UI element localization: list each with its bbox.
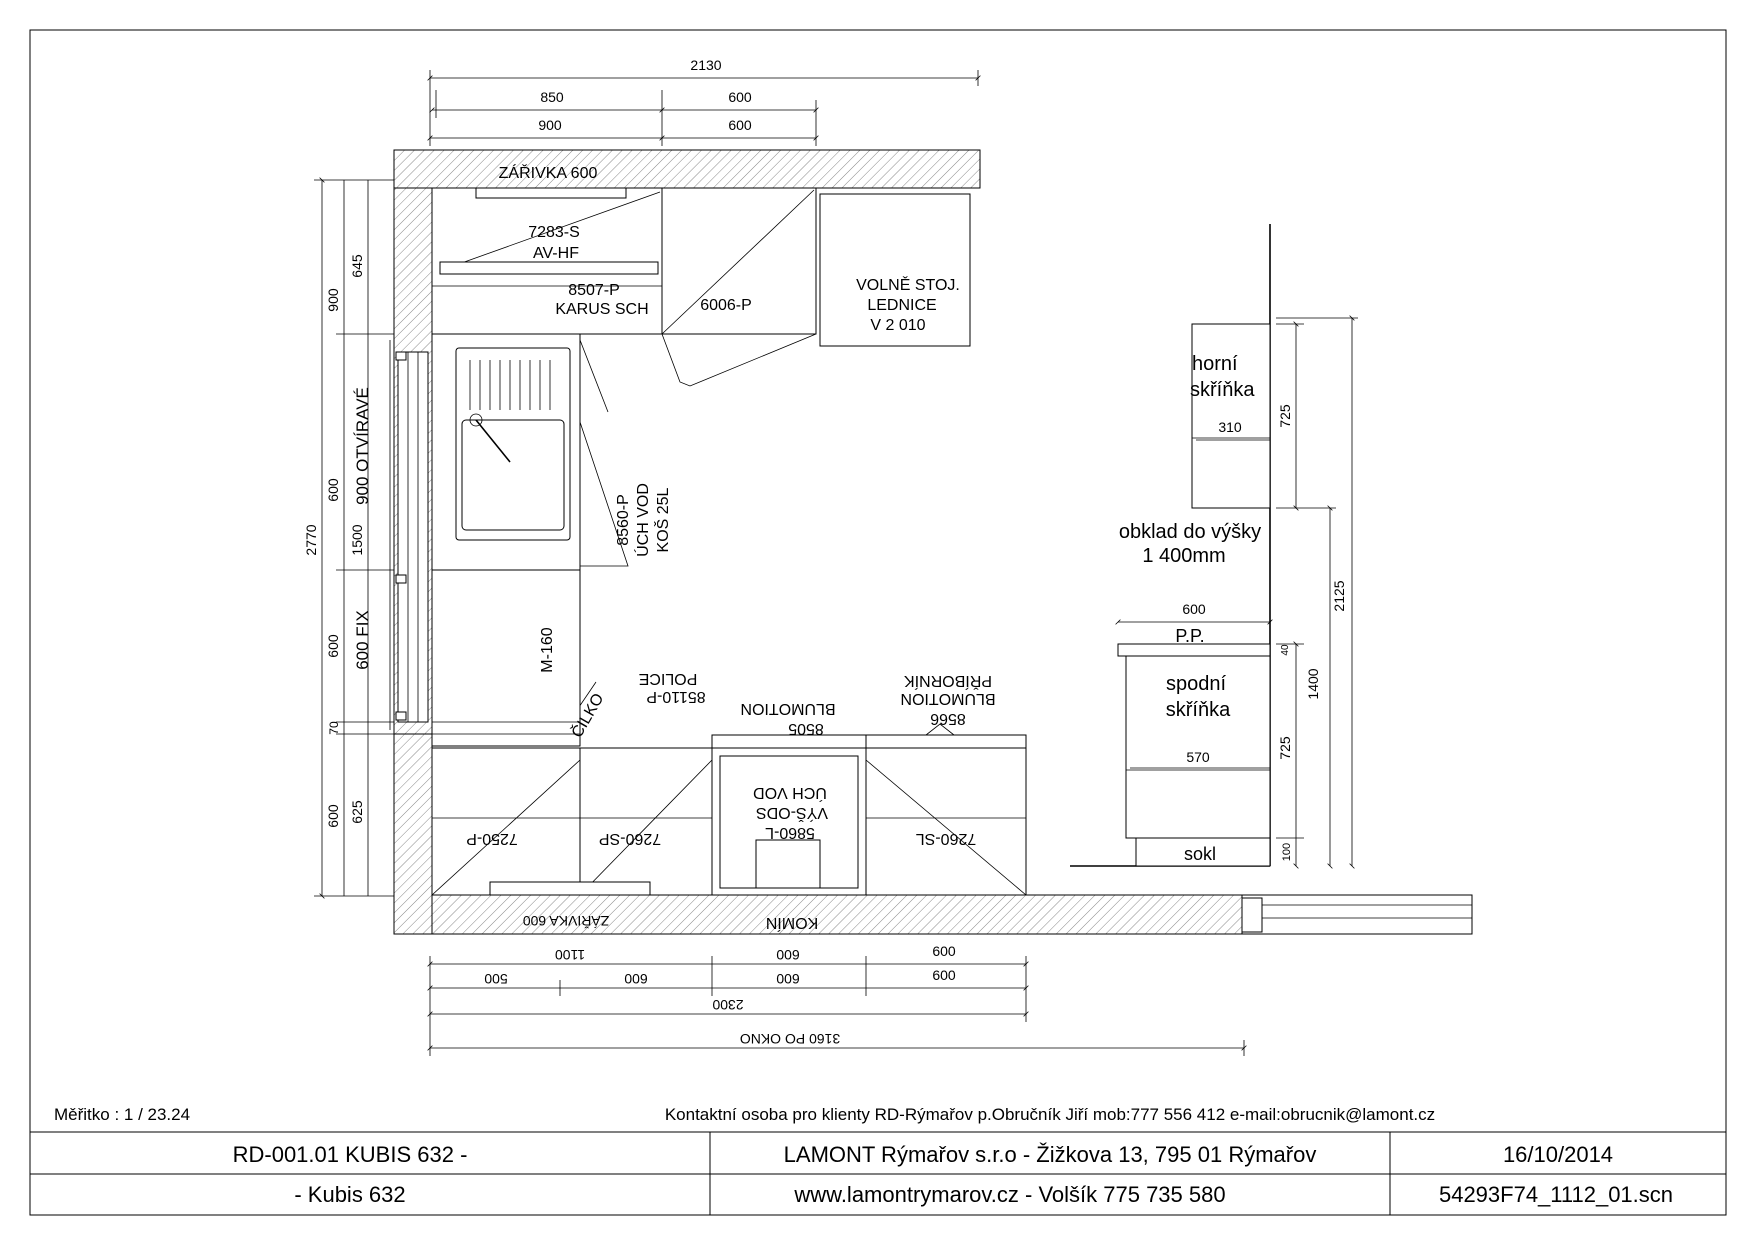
window-left xyxy=(395,351,429,723)
section-plinth-height: 100 xyxy=(1281,843,1293,861)
label-zarivka-bottom: ZÁŘIVKA 600 xyxy=(523,913,610,929)
section-worktop-thk: 40 xyxy=(1280,644,1291,656)
label-8566-b: BLUMOTION xyxy=(900,690,995,707)
dim-bottom-1100: 1100 xyxy=(555,947,585,963)
footer-website: www.lamontrymarov.cz - Volšík 775 735 58… xyxy=(793,1182,1225,1207)
label-8566-a: 8566 xyxy=(930,710,966,727)
dim-bottom-600c: 600 xyxy=(624,971,648,987)
title-block: Měřitko : 1 / 23.24 Kontaktní osoba pro … xyxy=(30,1105,1726,1215)
label-7283-a: 7283-S xyxy=(528,224,580,241)
dim-top-total: 2130 xyxy=(690,57,721,73)
dim-left-600c: 600 xyxy=(325,804,341,828)
dim-left-625: 625 xyxy=(349,800,365,824)
section-worktop: P.P. xyxy=(1175,626,1204,646)
dims-left: 2770 900 600 600 70 600 645 1500 625 900… xyxy=(303,177,394,899)
label-8560-b: ÚCH VOD xyxy=(633,483,652,557)
label-8505-a: 8505 xyxy=(788,720,824,737)
dim-top-900: 900 xyxy=(538,117,562,133)
dim-top-850: 850 xyxy=(540,89,564,105)
dim-left-otviravé: 900 OTVÍRAVÉ xyxy=(353,387,372,505)
sheet-border xyxy=(29,29,1727,1216)
label-fridge-a: VOLNĚ STOJ. xyxy=(856,275,960,294)
footer-date: 16/10/2014 xyxy=(1503,1142,1613,1167)
label-fridge-c: V 2 010 xyxy=(870,317,925,334)
label-5860-c: ÚCH VOD xyxy=(753,784,827,803)
section-plinth: sokl xyxy=(1184,844,1216,864)
section-tile-b: 1 400mm xyxy=(1142,545,1225,567)
dim-left-600a: 600 xyxy=(325,478,341,502)
label-8560-c: KOŠ 25L xyxy=(653,487,672,552)
section-lower-height: 725 xyxy=(1277,736,1293,760)
dim-left-total: 2770 xyxy=(303,524,319,555)
dim-left-645: 645 xyxy=(349,254,365,278)
dim-bottom-2300: 2300 xyxy=(712,997,743,1013)
dims-top: 2130 850 600 900 600 xyxy=(427,57,981,146)
label-8505-b: BLUMOTION xyxy=(740,700,835,717)
footer-company: LAMONT Rýmařov s.r.o - Žižkova 13, 795 0… xyxy=(784,1142,1317,1167)
label-7260sp: 7260-SP xyxy=(599,830,661,847)
window-section xyxy=(1241,894,1473,935)
dim-bottom-window: 3160 PO OKNO xyxy=(740,1031,840,1047)
dim-bottom-600a: 600 xyxy=(776,947,800,963)
label-8566-c: PŘÍBORNÍK xyxy=(904,672,992,691)
footer-scale: Měřitko : 1 / 23.24 xyxy=(54,1105,190,1124)
label-komin: KOMÍN xyxy=(766,914,818,933)
label-m160: M-160 xyxy=(539,627,556,672)
footer-project-a: RD-001.01 KUBIS 632 - xyxy=(233,1142,468,1167)
label-8507-a: 8507-P xyxy=(568,282,620,299)
section-tile-height: 1400 xyxy=(1305,668,1321,699)
dim-left-1500: 1500 xyxy=(349,524,365,555)
dim-left-fix: 600 FIX xyxy=(353,610,372,670)
dims-bottom: 1100 600 600 500 600 600 600 2300 3160 P… xyxy=(427,943,1247,1056)
section-labels: horní skříňka 310 725 obklad do výšky 1 … xyxy=(1119,353,1347,864)
section-upper-width: 310 xyxy=(1218,419,1242,435)
label-7283-b: AV-HF xyxy=(533,245,579,262)
section-upper-height: 725 xyxy=(1277,404,1293,428)
dim-left-600b: 600 xyxy=(325,634,341,658)
section-tile-a: obklad do výšky xyxy=(1119,521,1261,543)
dim-top-600a: 600 xyxy=(728,89,752,105)
section-lower-width: 570 xyxy=(1186,749,1210,765)
dim-bottom-600b: 600 xyxy=(932,943,956,959)
section-worktop-width: 600 xyxy=(1182,601,1206,617)
label-8560-a: 8560-P xyxy=(615,494,632,546)
top-cabinets xyxy=(431,187,971,347)
dim-top-600b: 600 xyxy=(728,117,752,133)
label-8507-b: KARUS SCH xyxy=(555,301,648,318)
label-85110-b: POLICE xyxy=(639,670,698,687)
label-5860-b: VÝŠ-ODS xyxy=(756,804,828,823)
section-h2125: 2125 xyxy=(1331,580,1347,611)
section-upper-a: horní xyxy=(1192,353,1238,375)
section-view xyxy=(1070,224,1358,869)
dim-bottom-600e: 600 xyxy=(932,967,956,983)
section-lower-a: spodní xyxy=(1166,673,1226,695)
label-zarivka-top: ZÁŘIVKA 600 xyxy=(499,163,598,182)
footer-file: 54293F74_1112_01.scn xyxy=(1439,1182,1673,1207)
label-7260sl: 7260-SL xyxy=(916,830,977,847)
footer-project-b: - Kubis 632 xyxy=(294,1182,405,1207)
dim-left-900: 900 xyxy=(325,288,341,312)
dim-bottom-600d: 600 xyxy=(776,971,800,987)
label-7250: 7250-P xyxy=(466,830,518,847)
label-6006: 6006-P xyxy=(700,297,752,314)
bottom-cabinets xyxy=(431,723,1027,896)
dim-bottom-500: 500 xyxy=(484,971,508,987)
label-fridge-b: LEDNICE xyxy=(867,297,936,314)
left-cabinets xyxy=(431,333,581,747)
label-5860-a: 5860-L xyxy=(765,824,815,841)
section-lower-b: skříňka xyxy=(1166,699,1231,721)
label-85110-a: 85110-P xyxy=(646,688,705,705)
section-upper-b: skříňka xyxy=(1190,379,1255,401)
dim-left-70: 70 xyxy=(327,721,341,735)
footer-contact: Kontaktní osoba pro klienty RD-Rýmařov p… xyxy=(665,1105,1435,1124)
plan-labels: ZÁŘIVKA 600 7283-S AV-HF 8507-P KARUS SC… xyxy=(466,163,995,933)
